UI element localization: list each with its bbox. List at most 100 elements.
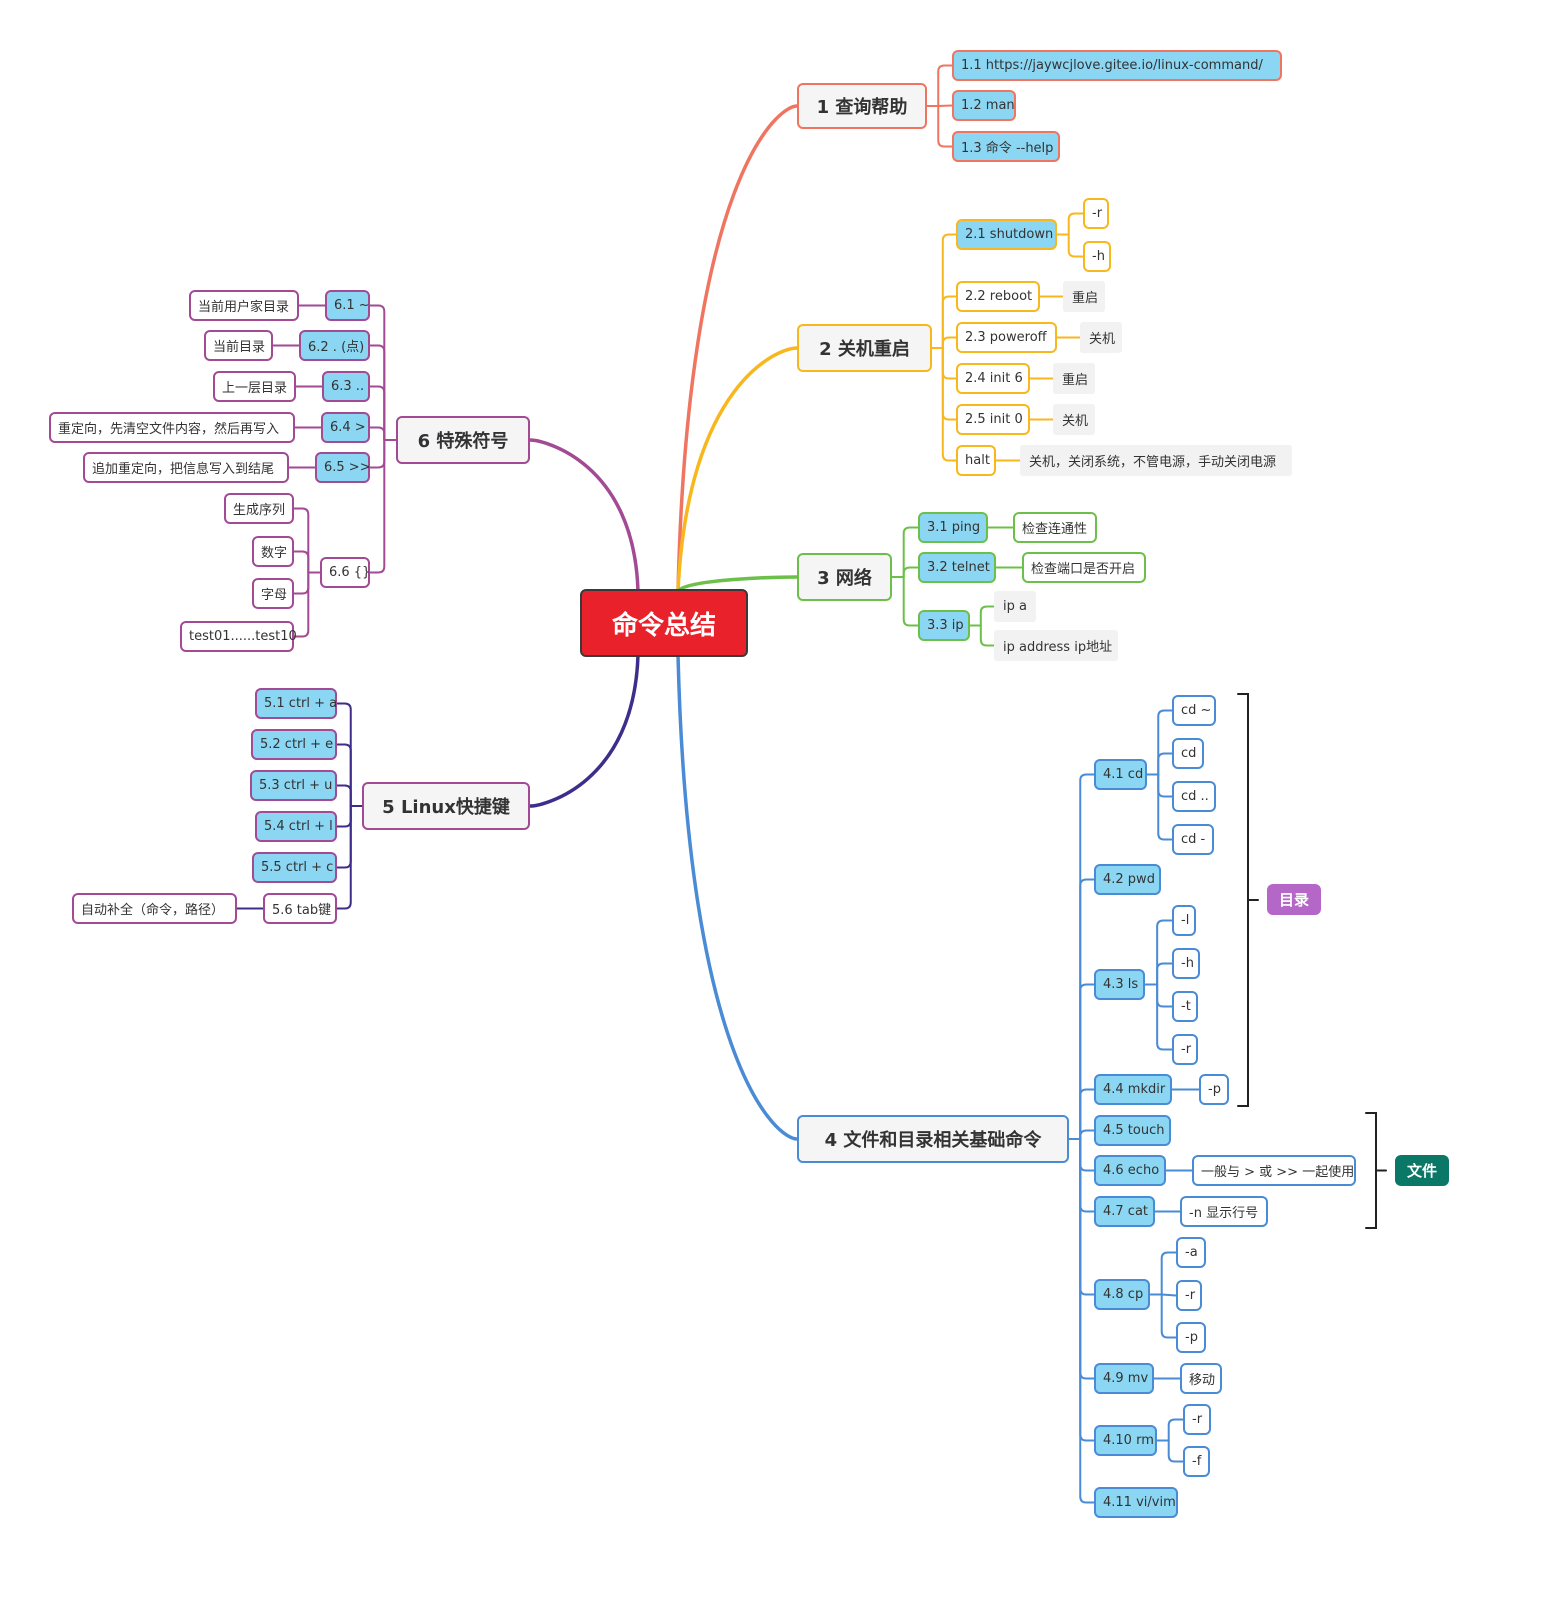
subtopic[interactable]: 4.4 mkdir (1094, 1074, 1172, 1105)
summary-label-1[interactable]: 目录 (1267, 884, 1321, 915)
leaf-topic[interactable]: -r (1176, 1280, 1202, 1311)
connector-line (941, 336, 957, 349)
leaf-topic[interactable]: cd (1172, 738, 1204, 769)
leaf-topic[interactable]: -p (1176, 1322, 1206, 1353)
subtopic[interactable]: 2.1 shutdown (956, 219, 1057, 250)
leaf-topic[interactable]: -h (1172, 948, 1200, 979)
leaf-topic[interactable]: -n 显示行号 (1180, 1196, 1268, 1227)
connector-line (937, 104, 953, 107)
connector-line (979, 605, 995, 627)
branch-topic-6[interactable]: 6 特殊符号 (396, 416, 530, 464)
subtopic[interactable]: 4.1 cd (1094, 759, 1147, 790)
subtopic[interactable]: halt (956, 445, 996, 476)
leaf-topic[interactable]: 检查连通性 (1013, 512, 1097, 543)
subtopic[interactable]: 4.5 touch (1094, 1115, 1171, 1146)
subtopic[interactable]: 2.4 init 6 (956, 363, 1030, 394)
subtopic[interactable]: 3.3 ip (918, 610, 970, 641)
connector-line (1157, 709, 1173, 776)
connector-line (336, 702, 352, 807)
central-topic[interactable]: 命令总结 (580, 589, 748, 657)
connector-line (676, 575, 799, 593)
leaf-topic[interactable]: cd ~ (1172, 695, 1216, 726)
leaf-topic[interactable]: 移动 (1180, 1363, 1222, 1394)
connector-line (1079, 1138, 1095, 1504)
leaf-topic[interactable]: 关机 (1053, 404, 1095, 435)
branch-topic-2[interactable]: 2 关机重启 (797, 324, 932, 372)
subtopic[interactable]: 2.3 poweroff (956, 322, 1057, 353)
connector-line (676, 653, 799, 1141)
leaf-topic[interactable]: -r (1183, 1404, 1211, 1435)
leaf-topic[interactable]: 关机，关闭系统，不管电源，手动关闭电源 (1020, 445, 1292, 476)
leaf-topic[interactable]: 关机 (1080, 322, 1122, 353)
summary-label-2[interactable]: 文件 (1395, 1155, 1449, 1186)
leaf-topic[interactable]: 自动补全（命令，路径） (72, 893, 237, 924)
leaf-topic[interactable]: -h (1083, 241, 1111, 272)
connector-line (336, 805, 352, 910)
subtopic[interactable]: 6.3 .. (322, 371, 370, 402)
leaf-topic[interactable]: -r (1083, 198, 1109, 229)
leaf-topic[interactable]: -a (1176, 1237, 1206, 1268)
leaf-topic[interactable]: 重启 (1063, 281, 1105, 312)
subtopic[interactable]: 4.10 rm (1094, 1425, 1157, 1456)
branch-topic-5[interactable]: 5 Linux快捷键 (362, 782, 530, 830)
branch-topic-4[interactable]: 4 文件和目录相关基础命令 (797, 1115, 1069, 1163)
subtopic[interactable]: 4.6 echo (1094, 1155, 1166, 1186)
subtopic[interactable]: 1.3 命令 --help (952, 131, 1060, 162)
subtopic[interactable]: 5.5 ctrl + c (252, 852, 337, 883)
leaf-topic[interactable]: cd .. (1172, 781, 1216, 812)
subtopic[interactable]: 4.8 cp (1094, 1279, 1150, 1310)
leaf-topic[interactable]: 重启 (1053, 363, 1095, 394)
subtopic[interactable]: 6.2 . (点) (299, 330, 370, 361)
leaf-topic[interactable]: ip a (994, 591, 1036, 622)
subtopic[interactable]: 4.9 mv (1094, 1363, 1154, 1394)
leaf-topic[interactable]: 当前用户家目录 (189, 290, 299, 321)
leaf-topic[interactable]: 字母 (252, 578, 294, 609)
leaf-topic[interactable]: 一般与 > 或 >> 一起使用 (1192, 1155, 1356, 1186)
subtopic[interactable]: 4.3 ls (1094, 969, 1145, 1000)
subtopic[interactable]: 4.7 cat (1094, 1196, 1155, 1227)
leaf-topic[interactable]: -p (1199, 1074, 1229, 1105)
subtopic[interactable]: 2.2 reboot (956, 281, 1040, 312)
leaf-topic[interactable]: -f (1183, 1446, 1210, 1477)
leaf-topic[interactable]: 生成序列 (224, 493, 294, 524)
connector-line (902, 526, 919, 578)
leaf-topic[interactable]: -l (1172, 905, 1196, 936)
subtopic[interactable]: 4.11 vi/vim (1094, 1487, 1178, 1518)
subtopic[interactable]: 3.2 telnet (918, 552, 996, 583)
subtopic[interactable]: 5.3 ctrl + u (250, 770, 337, 801)
subtopic[interactable]: 5.2 ctrl + e (251, 729, 337, 760)
connector-line (1167, 1418, 1184, 1442)
connector-line (1079, 983, 1095, 1140)
connector-line (293, 507, 310, 574)
subtopic[interactable]: 1.2 man (952, 90, 1016, 121)
subtopic[interactable]: 2.5 init 0 (956, 404, 1030, 435)
subtopic[interactable]: 5.4 ctrl + l (255, 811, 337, 842)
connector-line (1079, 773, 1095, 1140)
leaf-topic[interactable]: 当前目录 (204, 330, 273, 361)
subtopic[interactable]: 1.1 https://jaywcjlove.gitee.io/linux-co… (952, 50, 1282, 81)
subtopic[interactable]: 5.1 ctrl + a (255, 688, 337, 719)
leaf-topic[interactable]: ip address ip地址 (994, 630, 1118, 661)
branch-topic-3[interactable]: 3 网络 (797, 553, 892, 601)
subtopic[interactable]: 4.2 pwd (1094, 864, 1161, 895)
leaf-topic[interactable]: 追加重定向，把信息写入到结尾 (83, 452, 289, 483)
subtopic[interactable]: 6.6 {} (320, 557, 370, 588)
leaf-topic[interactable]: 数字 (252, 536, 294, 567)
subtopic[interactable]: 6.4 > (321, 412, 370, 443)
connector-line (1160, 1251, 1177, 1296)
leaf-topic[interactable]: 重定向，先清空文件内容，然后再写入 (49, 412, 295, 443)
leaf-topic[interactable]: -t (1172, 991, 1198, 1022)
subtopic[interactable]: 3.1 ping (918, 512, 988, 543)
subtopic[interactable]: 5.6 tab键 (263, 893, 337, 924)
connector-line (293, 550, 310, 574)
connector-line (1067, 212, 1084, 236)
subtopic[interactable]: 6.1 ~ (325, 290, 370, 321)
leaf-topic[interactable]: test01......test10 (180, 621, 297, 652)
branch-topic-1[interactable]: 1 查询帮助 (797, 83, 927, 129)
leaf-topic[interactable]: cd - (1172, 824, 1214, 855)
leaf-topic[interactable]: 检查端口是否开启 (1022, 552, 1146, 583)
connector-line (293, 571, 310, 638)
leaf-topic[interactable]: 上一层目录 (213, 371, 296, 402)
leaf-topic[interactable]: -r (1172, 1034, 1198, 1065)
subtopic[interactable]: 6.5 >> (315, 452, 371, 483)
